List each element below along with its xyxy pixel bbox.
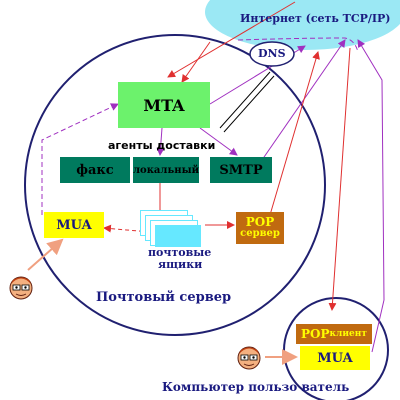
delivery-agents-label: агенты доставки [108, 139, 216, 152]
pop-server-label-line1: POP [245, 215, 275, 229]
user-face-icon [9, 276, 33, 300]
smtp-label: SMTP [219, 162, 263, 178]
internet-cloud [205, 0, 400, 50]
dns-ellipse [249, 41, 295, 67]
arrow-mua-to-mta [41, 103, 119, 215]
mta-label: MTA [143, 95, 185, 115]
internet-label: Интернет (сеть TCP/IP) [240, 12, 391, 25]
mta-dns-link-a [219, 71, 271, 129]
smtp-box: SMTP [210, 157, 272, 183]
local-box: локальный [133, 157, 199, 183]
fax-box: факс [60, 157, 130, 183]
mail-server-circle [24, 34, 326, 336]
mail-server-label: Почтовый сервер [96, 290, 232, 305]
arrow-face-to-mua [27, 238, 64, 271]
arrow-internet-to-mta-2 [181, 41, 211, 83]
pop-client-main: POP [301, 327, 330, 341]
arrow-internet-to-popclient [328, 47, 351, 311]
arrow-internet-to-mta-1 [167, 1, 296, 78]
mua-server-label: MUA [56, 217, 92, 233]
mta-dns-link-b [223, 75, 275, 133]
mailbox-front [155, 225, 201, 247]
arrow-muaclient-to-internet [357, 39, 385, 353]
mta-box: MTA [118, 82, 210, 128]
arrow-mta-to-local [156, 127, 165, 156]
fax-label: факс [76, 162, 114, 178]
pop-server-label-line2: сервер [240, 228, 280, 239]
arrow-mta-to-smtp [199, 127, 238, 156]
arrow-pop-to-internet [269, 51, 320, 216]
mailboxes-label-line1: почтовые [148, 246, 212, 259]
pop-client-sub: клиент [329, 329, 367, 339]
mua-client-box: MUA [300, 346, 370, 370]
user-computer-label: Компьютер пользо ватель [162, 380, 350, 394]
user-face-icon [237, 346, 261, 370]
mua-server-box: MUA [44, 212, 104, 238]
mailboxes-label-line2: ящики [158, 258, 203, 271]
pop-server-box: POP сервер [236, 212, 284, 244]
local-label: локальный [132, 164, 200, 176]
dns-label: DNS [258, 47, 286, 60]
mua-client-label: MUA [317, 350, 353, 366]
